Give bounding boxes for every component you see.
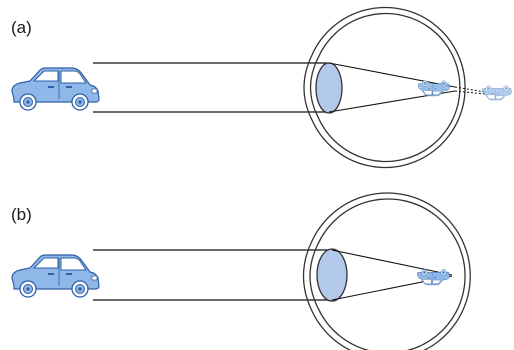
lens-ellipse — [316, 63, 342, 113]
converging-ray-top — [332, 250, 452, 275]
panel-b — [12, 193, 470, 350]
converging-ray-top — [329, 63, 455, 87]
lens-ellipse — [317, 249, 347, 301]
car-icon — [12, 255, 99, 297]
panel-a — [12, 7, 512, 167]
car-icon — [12, 68, 99, 110]
virtual-image-icon — [482, 86, 512, 100]
